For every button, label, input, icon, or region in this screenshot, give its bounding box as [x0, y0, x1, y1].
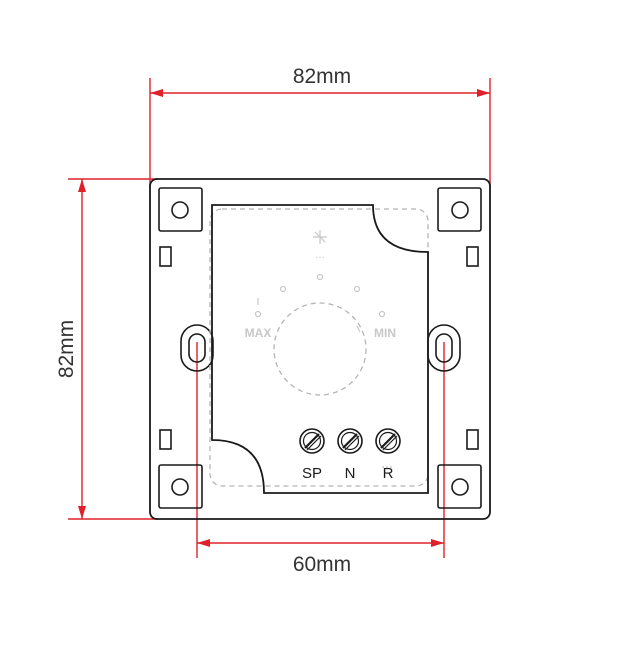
- clip-slots: [159, 246, 479, 450]
- corner-tab-bottom-left: [158, 464, 203, 509]
- oval-mounting-holes: [180, 324, 461, 372]
- corner-tab-top-right: [437, 187, 482, 232]
- bottom-arrow-left: [197, 539, 210, 547]
- slot-bottom-left: [159, 429, 172, 450]
- corner-tab-top-left: [158, 187, 203, 232]
- bottom-right-marking: …: [381, 457, 393, 471]
- terminal-label-r: R: [383, 465, 394, 482]
- dial-dot-3: [316, 273, 324, 281]
- dial-dot-4: [353, 285, 361, 293]
- min-label: MIN: [374, 326, 396, 340]
- max-label: MAX: [245, 326, 272, 340]
- corner-tabs: [158, 187, 482, 509]
- oval-hole-left: [180, 324, 214, 372]
- terminal-screw-r: [375, 428, 401, 454]
- knob-outline-dashed: [273, 302, 367, 396]
- dashed-inner-outline: [209, 208, 429, 487]
- screw-hole-icon: [171, 478, 189, 496]
- slot-top-left: [159, 246, 172, 267]
- left-arrow-bottom: [78, 506, 86, 519]
- corner-tab-bottom-right: [437, 464, 482, 509]
- left-arrow-top: [78, 179, 86, 192]
- terminal-screws: [299, 428, 401, 454]
- screw-hole-icon: [171, 201, 189, 219]
- top-symbol-mark: …: [315, 250, 325, 261]
- terminal-screw-n: [337, 428, 363, 454]
- slot-top-right: [466, 246, 479, 267]
- sun-symbol-icon: [313, 230, 327, 244]
- dimension-lines: [68, 78, 491, 558]
- faint-markings: [254, 230, 386, 333]
- left-dimension-label: 82mm: [55, 320, 78, 378]
- terminal-label-n: N: [345, 465, 356, 482]
- top-arrow-left: [150, 89, 163, 97]
- inner-cutout: [211, 204, 429, 494]
- slot-bottom-right: [466, 429, 479, 450]
- terminal-screw-sp: [299, 428, 325, 454]
- dial-dot-2: [279, 285, 287, 293]
- dial-dot-5: [378, 310, 386, 318]
- top-arrow-right: [477, 89, 490, 97]
- dial-dot-1: [254, 310, 262, 318]
- screw-hole-icon: [451, 478, 469, 496]
- terminal-label-sp: SP: [302, 465, 322, 482]
- bottom-arrow-right: [431, 539, 444, 547]
- plate-outline: [149, 178, 491, 520]
- bottom-dimension-label: 60mm: [293, 553, 351, 576]
- screw-hole-icon: [451, 201, 469, 219]
- dial-tick-right: [356, 325, 361, 333]
- top-dimension-label: 82mm: [293, 65, 351, 88]
